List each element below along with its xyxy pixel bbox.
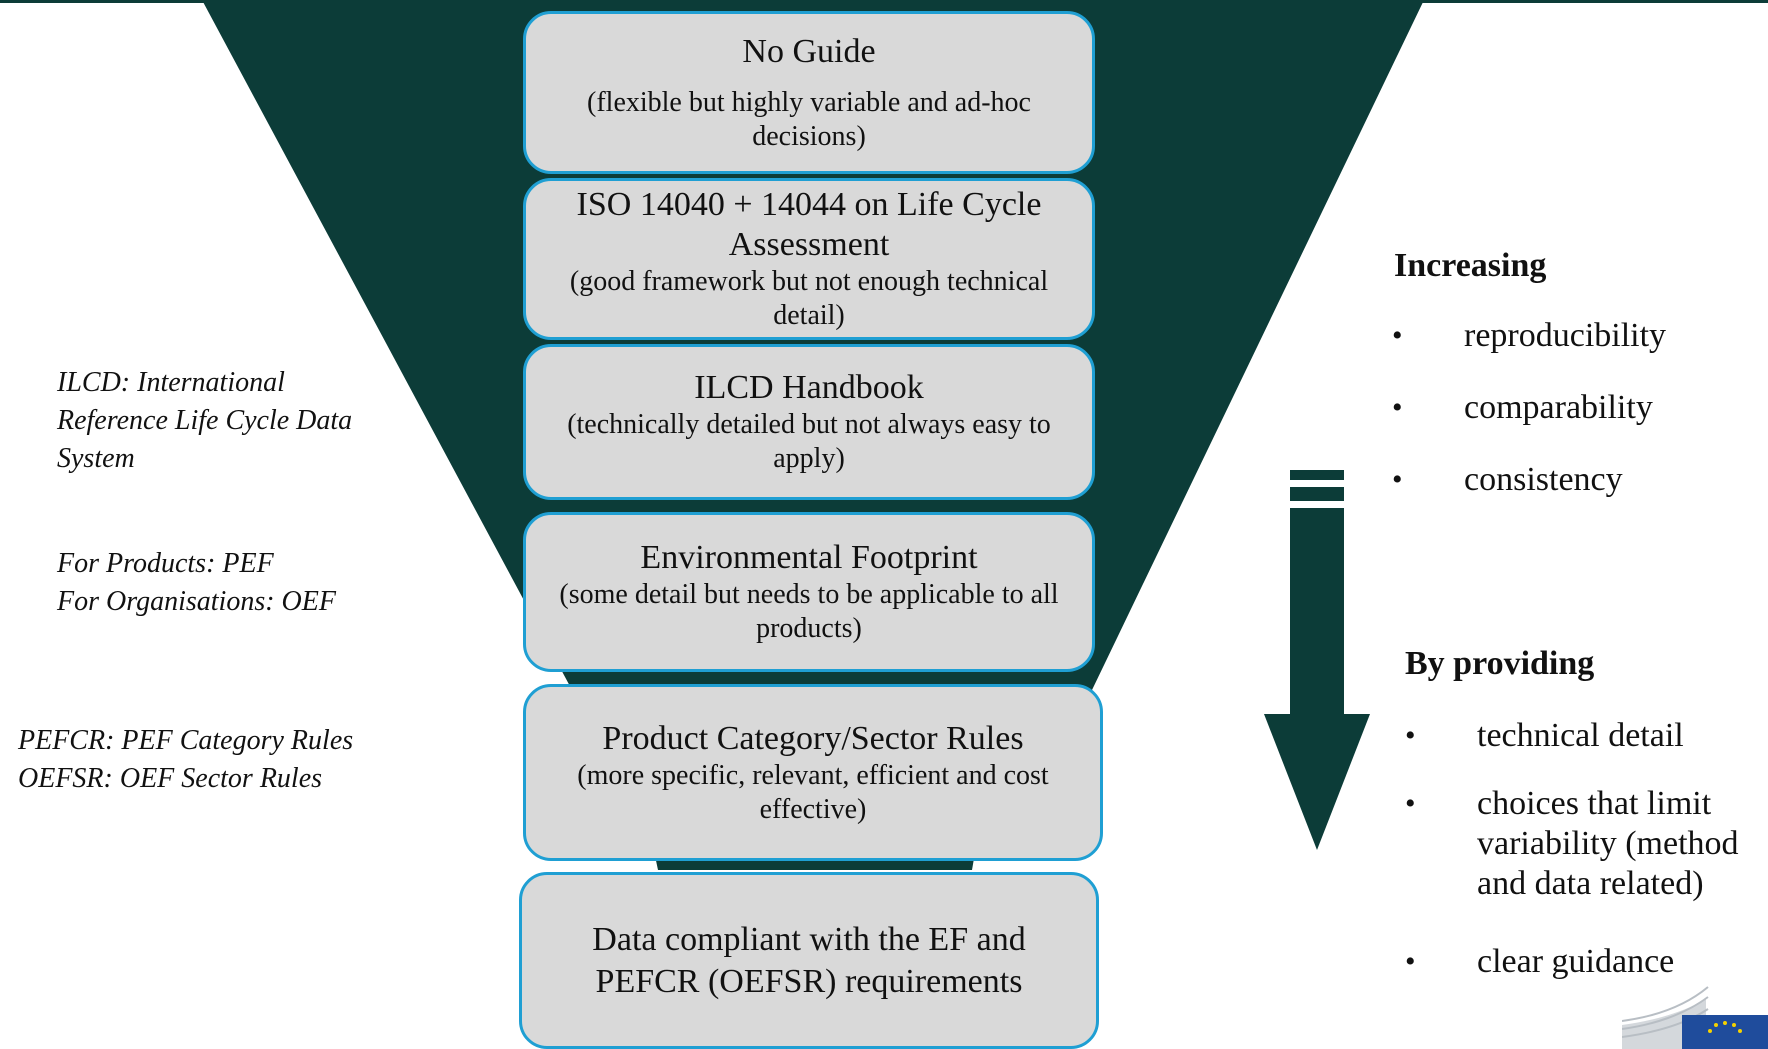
bullet-icon: •	[1405, 787, 1416, 820]
stage-box-environmental-footprint: Environmental Footprint (some detail but…	[523, 512, 1095, 672]
providing-heading: By providing	[1405, 645, 1595, 682]
stage-box-no-guide: No Guide (flexible but highly variable a…	[523, 11, 1095, 174]
stage-subtitle: (technically detailed but not always eas…	[567, 409, 1051, 474]
list-item-text: consistency	[1464, 461, 1623, 498]
stage-subtitle: (good framework but not enough technical…	[569, 266, 1049, 331]
stage-title: Product Category/Sector Rules	[602, 719, 1024, 757]
down-arrow-icon	[1264, 470, 1370, 850]
list-item: • clear guidance	[1405, 942, 1767, 992]
note-ilcd: ILCD: International Reference Life Cycle…	[57, 364, 352, 478]
stage-box-compliant-data: Data compliant with the EF and PEFCR (OE…	[519, 872, 1099, 1049]
bullet-icon: •	[1392, 463, 1403, 496]
list-item-text: clear guidance	[1477, 943, 1675, 980]
stage-subtitle: (flexible but highly variable and ad-hoc…	[587, 86, 1031, 152]
bullet-icon: •	[1405, 945, 1416, 978]
stage-subtitle: (more specific, relevant, efficient and …	[577, 759, 1049, 825]
providing-list: • technical detail • choices that limit …	[1405, 716, 1767, 992]
eu-flag-logo	[1622, 986, 1768, 1049]
stage-title: ISO 14040 + 14044 on Life Cycle Assessme…	[576, 186, 1042, 263]
increasing-heading: Increasing	[1394, 247, 1547, 284]
stage-title: No Guide	[742, 32, 876, 70]
note-pefcr-oefsr: PEFCR: PEF Category Rules OEFSR: OEF Sec…	[18, 722, 353, 798]
note-line: For Organisations: OEF	[57, 586, 336, 617]
list-item: • choices that limit variability (method…	[1405, 784, 1767, 942]
bullet-icon: •	[1392, 391, 1403, 424]
stage-subtitle: (some detail but needs to be applicable …	[559, 579, 1059, 644]
note-pef-oef: For Products: PEF For Organisations: OEF	[57, 545, 336, 621]
stage-box-category-rules: Product Category/Sector Rules (more spec…	[523, 684, 1103, 861]
stage-box-ilcd-handbook: ILCD Handbook (technically detailed but …	[523, 344, 1095, 500]
stage-box-iso: ISO 14040 + 14044 on Life Cycle Assessme…	[523, 178, 1095, 340]
list-item-text: comparability	[1464, 389, 1653, 426]
stage-title: Data compliant with the EF and PEFCR (OE…	[592, 920, 1026, 1000]
bullet-icon: •	[1405, 719, 1416, 752]
stage-title: ILCD Handbook	[694, 369, 924, 406]
note-line: System	[57, 443, 135, 474]
bullet-icon: •	[1392, 319, 1403, 352]
list-item: • technical detail	[1405, 716, 1767, 784]
note-line: For Products: PEF	[57, 548, 274, 579]
list-item-text: reproducibility	[1464, 317, 1667, 354]
list-item-text: technical detail	[1477, 717, 1684, 754]
note-line: OEFSR: OEF Sector Rules	[18, 763, 323, 794]
note-line: ILCD: International	[57, 367, 285, 398]
note-line: Reference Life Cycle Data	[57, 405, 353, 436]
list-item-text: choices that limit variability (method a…	[1477, 785, 1739, 902]
note-line: PEFCR: PEF Category Rules	[18, 725, 354, 756]
stage-title: Environmental Footprint	[640, 539, 978, 576]
